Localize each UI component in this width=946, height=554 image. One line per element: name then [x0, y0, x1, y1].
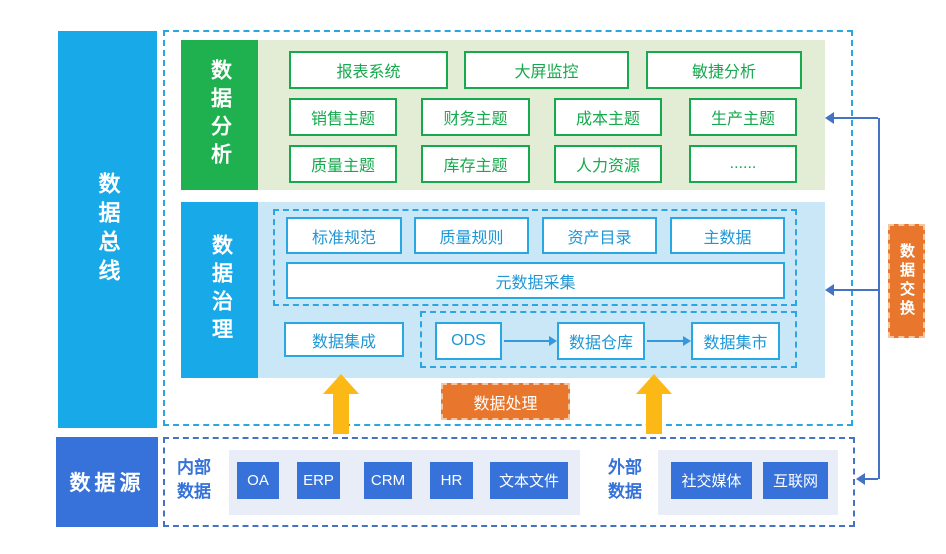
source-item-hr: HR: [430, 462, 473, 499]
analysis-item-screen-monitor: 大屏监控: [464, 51, 629, 89]
analysis-item-report-system: 报表系统: [289, 51, 448, 89]
arrow-ods-to-warehouse: [504, 336, 557, 346]
source-item-social-media: 社交媒体: [671, 462, 752, 499]
governance-section-label: 数据治理: [181, 202, 260, 378]
data-processing-box: 数据处理: [441, 383, 570, 420]
flow-item-ods: ODS: [435, 322, 502, 360]
data-bus-label: 数据总线: [95, 171, 121, 288]
governance-standards-group: 标准规范 质量规则 资产目录 主数据 元数据采集: [273, 209, 797, 306]
governance-item-master-data: 主数据: [670, 217, 785, 254]
external-data-strip: 社交媒体 互联网: [658, 450, 838, 515]
arrow-warehouse-to-mart: [647, 336, 691, 346]
external-data-label: 外部数据: [608, 458, 642, 501]
analysis-item-cost-theme: 成本主题: [554, 98, 662, 136]
analysis-item-quality-theme: 质量主题: [289, 145, 397, 183]
data-source-bar: 数据源: [56, 437, 158, 527]
governance-panel: 标准规范 质量规则 资产目录 主数据 元数据采集 数据集成 ODS 数据仓库 数…: [258, 202, 825, 378]
governance-item-standards: 标准规范: [286, 217, 402, 254]
data-exchange-box: 数据交换: [888, 224, 925, 338]
analysis-section-label: 数据分析: [181, 40, 258, 190]
source-item-oa: OA: [237, 462, 279, 499]
data-bus-bar: 数据总线: [58, 31, 157, 428]
analysis-item-finance-theme: 财务主题: [421, 98, 530, 136]
governance-label-text: 数据治理: [209, 234, 233, 346]
analysis-item-sales-theme: 销售主题: [289, 98, 397, 136]
source-item-text-files: 文本文件: [490, 462, 568, 499]
up-arrow-left-head: [323, 374, 359, 394]
source-item-internet: 互联网: [763, 462, 828, 499]
exchange-arrow-to-governance: [825, 284, 878, 296]
exchange-arrow-to-analysis: [825, 112, 878, 124]
internal-data-strip: OA ERP CRM HR 文本文件: [229, 450, 580, 515]
exchange-vertical-line: [878, 118, 880, 479]
analysis-item-more: ......: [689, 145, 797, 183]
flow-item-data-warehouse: 数据仓库: [557, 322, 645, 360]
flow-item-data-mart: 数据集市: [691, 322, 780, 360]
governance-item-quality-rules: 质量规则: [414, 217, 529, 254]
governance-item-data-integration: 数据集成: [284, 322, 404, 357]
governance-item-metadata-collection: 元数据采集: [286, 262, 785, 299]
up-arrow-left-shaft: [333, 394, 349, 434]
source-dashed-border: 内部数据 OA ERP CRM HR 文本文件 外部数据 社交媒体 互联网: [163, 437, 855, 527]
up-arrow-right-shaft: [646, 394, 662, 434]
warehouse-flow-group: ODS 数据仓库 数据集市: [420, 311, 797, 368]
source-item-erp: ERP: [297, 462, 340, 499]
source-item-crm: CRM: [364, 462, 412, 499]
governance-item-asset-catalog: 资产目录: [542, 217, 657, 254]
exchange-arrow-to-source: [856, 473, 878, 485]
analysis-item-production-theme: 生产主题: [689, 98, 797, 136]
analysis-item-inventory-theme: 库存主题: [421, 145, 530, 183]
up-arrow-right-head: [636, 374, 672, 394]
platform-dashed-border: [163, 30, 853, 426]
analysis-label-text: 数据分析: [208, 59, 232, 171]
up-arrow-left: [323, 374, 359, 434]
analysis-panel: 报表系统 大屏监控 敏捷分析 销售主题 财务主题 成本主题 生产主题 质量主题 …: [258, 40, 825, 190]
analysis-item-agile-analysis: 敏捷分析: [646, 51, 802, 89]
data-exchange-label: 数据交换: [898, 243, 915, 319]
internal-data-label: 内部数据: [177, 458, 211, 501]
analysis-item-hr-theme: 人力资源: [554, 145, 662, 183]
up-arrow-right: [636, 374, 672, 434]
